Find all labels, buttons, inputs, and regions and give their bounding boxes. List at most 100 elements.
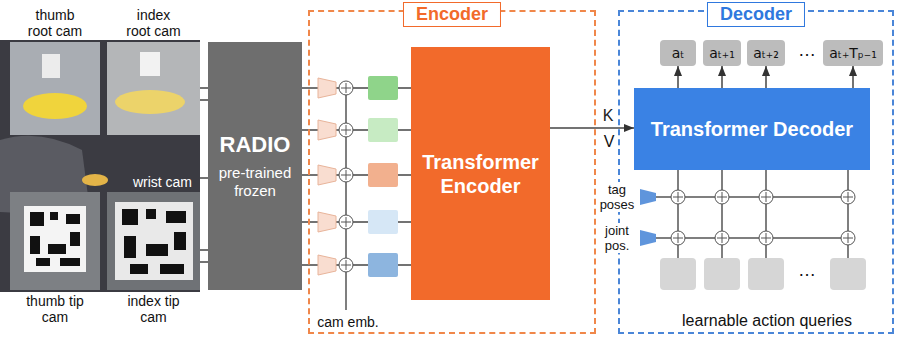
yellow-disk [23,93,87,119]
block-label: RADIO [220,132,291,158]
action-query [660,258,696,290]
sum-node [715,231,729,245]
plus-sign [761,233,771,243]
camera-view: wrist cam [0,136,200,191]
yellow-disk [82,174,108,186]
block-label: pre-trained frozen [214,164,296,200]
sum-node [339,123,353,137]
module-group: EncoderTransformer Encoder [308,10,596,334]
token [368,253,398,277]
connector [200,87,208,89]
projection-layer [318,255,336,275]
input-label: tag poses [597,182,637,212]
group-title: Decoder [707,2,805,27]
action-label: aₜ₊Tₚ₋₁ [829,45,877,61]
camera-photo [10,42,100,135]
camera-label: index root cam [124,7,184,39]
projection-layer [318,78,336,98]
transformer-box: Transformer Decoder [634,88,870,170]
tag-cell [160,264,184,274]
camera-view: thumb tip cam [10,192,100,290]
tag-cell [36,258,50,266]
module-group: Decoderaₜaₜ₊₁aₜ₊₂aₜ₊Tₚ₋₁Transformer Deco… [618,10,894,334]
tag-cell [166,211,186,223]
ellipsis: … [796,40,818,60]
token [368,210,398,234]
sum-node [671,231,685,245]
tag-cell [146,209,156,219]
tag-cell [30,236,40,254]
sum-node [671,190,685,204]
transformer-box: Transformer Encoder [411,47,550,300]
cam-emb-line [345,88,347,310]
connector [677,66,679,88]
plus-sign [341,83,351,93]
camera-photo [107,192,200,290]
tag-cell [48,244,66,254]
camera-view: index tip cam [107,192,200,290]
yellow-disk [115,90,185,114]
token [368,76,398,100]
tag-cell [70,232,80,246]
plus-sign [341,217,351,227]
sum-node [339,81,353,95]
camera-view: index root cam [107,42,200,135]
backbone-box: RADIO pre-trained frozen [208,42,302,290]
plus-sign [843,233,853,243]
camera-label: wrist cam [133,174,192,190]
sum-node [339,168,353,182]
action-token: aₜ₊₁ [703,40,741,66]
tag-cell [50,212,58,220]
tag-cell [174,232,186,250]
token [368,118,398,142]
tag-cell [124,236,136,258]
action-query [830,258,866,290]
tag-cell [60,258,80,266]
projection-layer [318,212,336,232]
tag-cell [130,264,148,274]
plus-sign [717,233,727,243]
sum-node [841,231,855,245]
sum-node [759,231,773,245]
sum-node [759,190,773,204]
plus-sign [843,192,853,202]
plus-sign [341,260,351,270]
action-label: aₜ₊₂ [753,45,779,61]
projection-layer [318,165,336,185]
action-label: aₜ₊₁ [709,45,735,61]
plus-sign [341,170,351,180]
action-token: aₜ₊₂ [747,40,785,66]
camera-label: index tip cam [124,293,184,325]
tag-block [140,52,160,76]
tag-block [42,54,60,78]
annotation: cam emb. [316,314,380,330]
tag-cell [30,212,44,226]
input-label: joint pos. [597,223,637,253]
connector [852,66,854,88]
camera-photo [107,42,200,135]
connector [721,66,723,88]
input-label: learnable action queries [672,312,862,330]
signal-name: V [603,133,615,151]
plus-sign [717,192,727,202]
scene-photo [0,40,200,292]
camera-label: thumb tip cam [25,293,85,325]
sum-node [339,215,353,229]
token [368,163,398,187]
projection-layer [640,230,656,246]
action-label: aₜ [672,45,685,61]
plus-sign [761,192,771,202]
tag-cell [122,209,138,225]
connector [200,177,208,179]
tag-cell [146,244,168,256]
group-title: Encoder [403,2,501,27]
camera-view: thumb root cam [10,42,100,135]
action-query [748,258,784,290]
tag-cell [66,214,80,224]
connector [550,127,634,129]
camera-label: thumb root cam [25,7,85,39]
sum-node [841,190,855,204]
connector [765,66,767,88]
camera-photo [10,192,100,290]
connector [200,261,208,263]
